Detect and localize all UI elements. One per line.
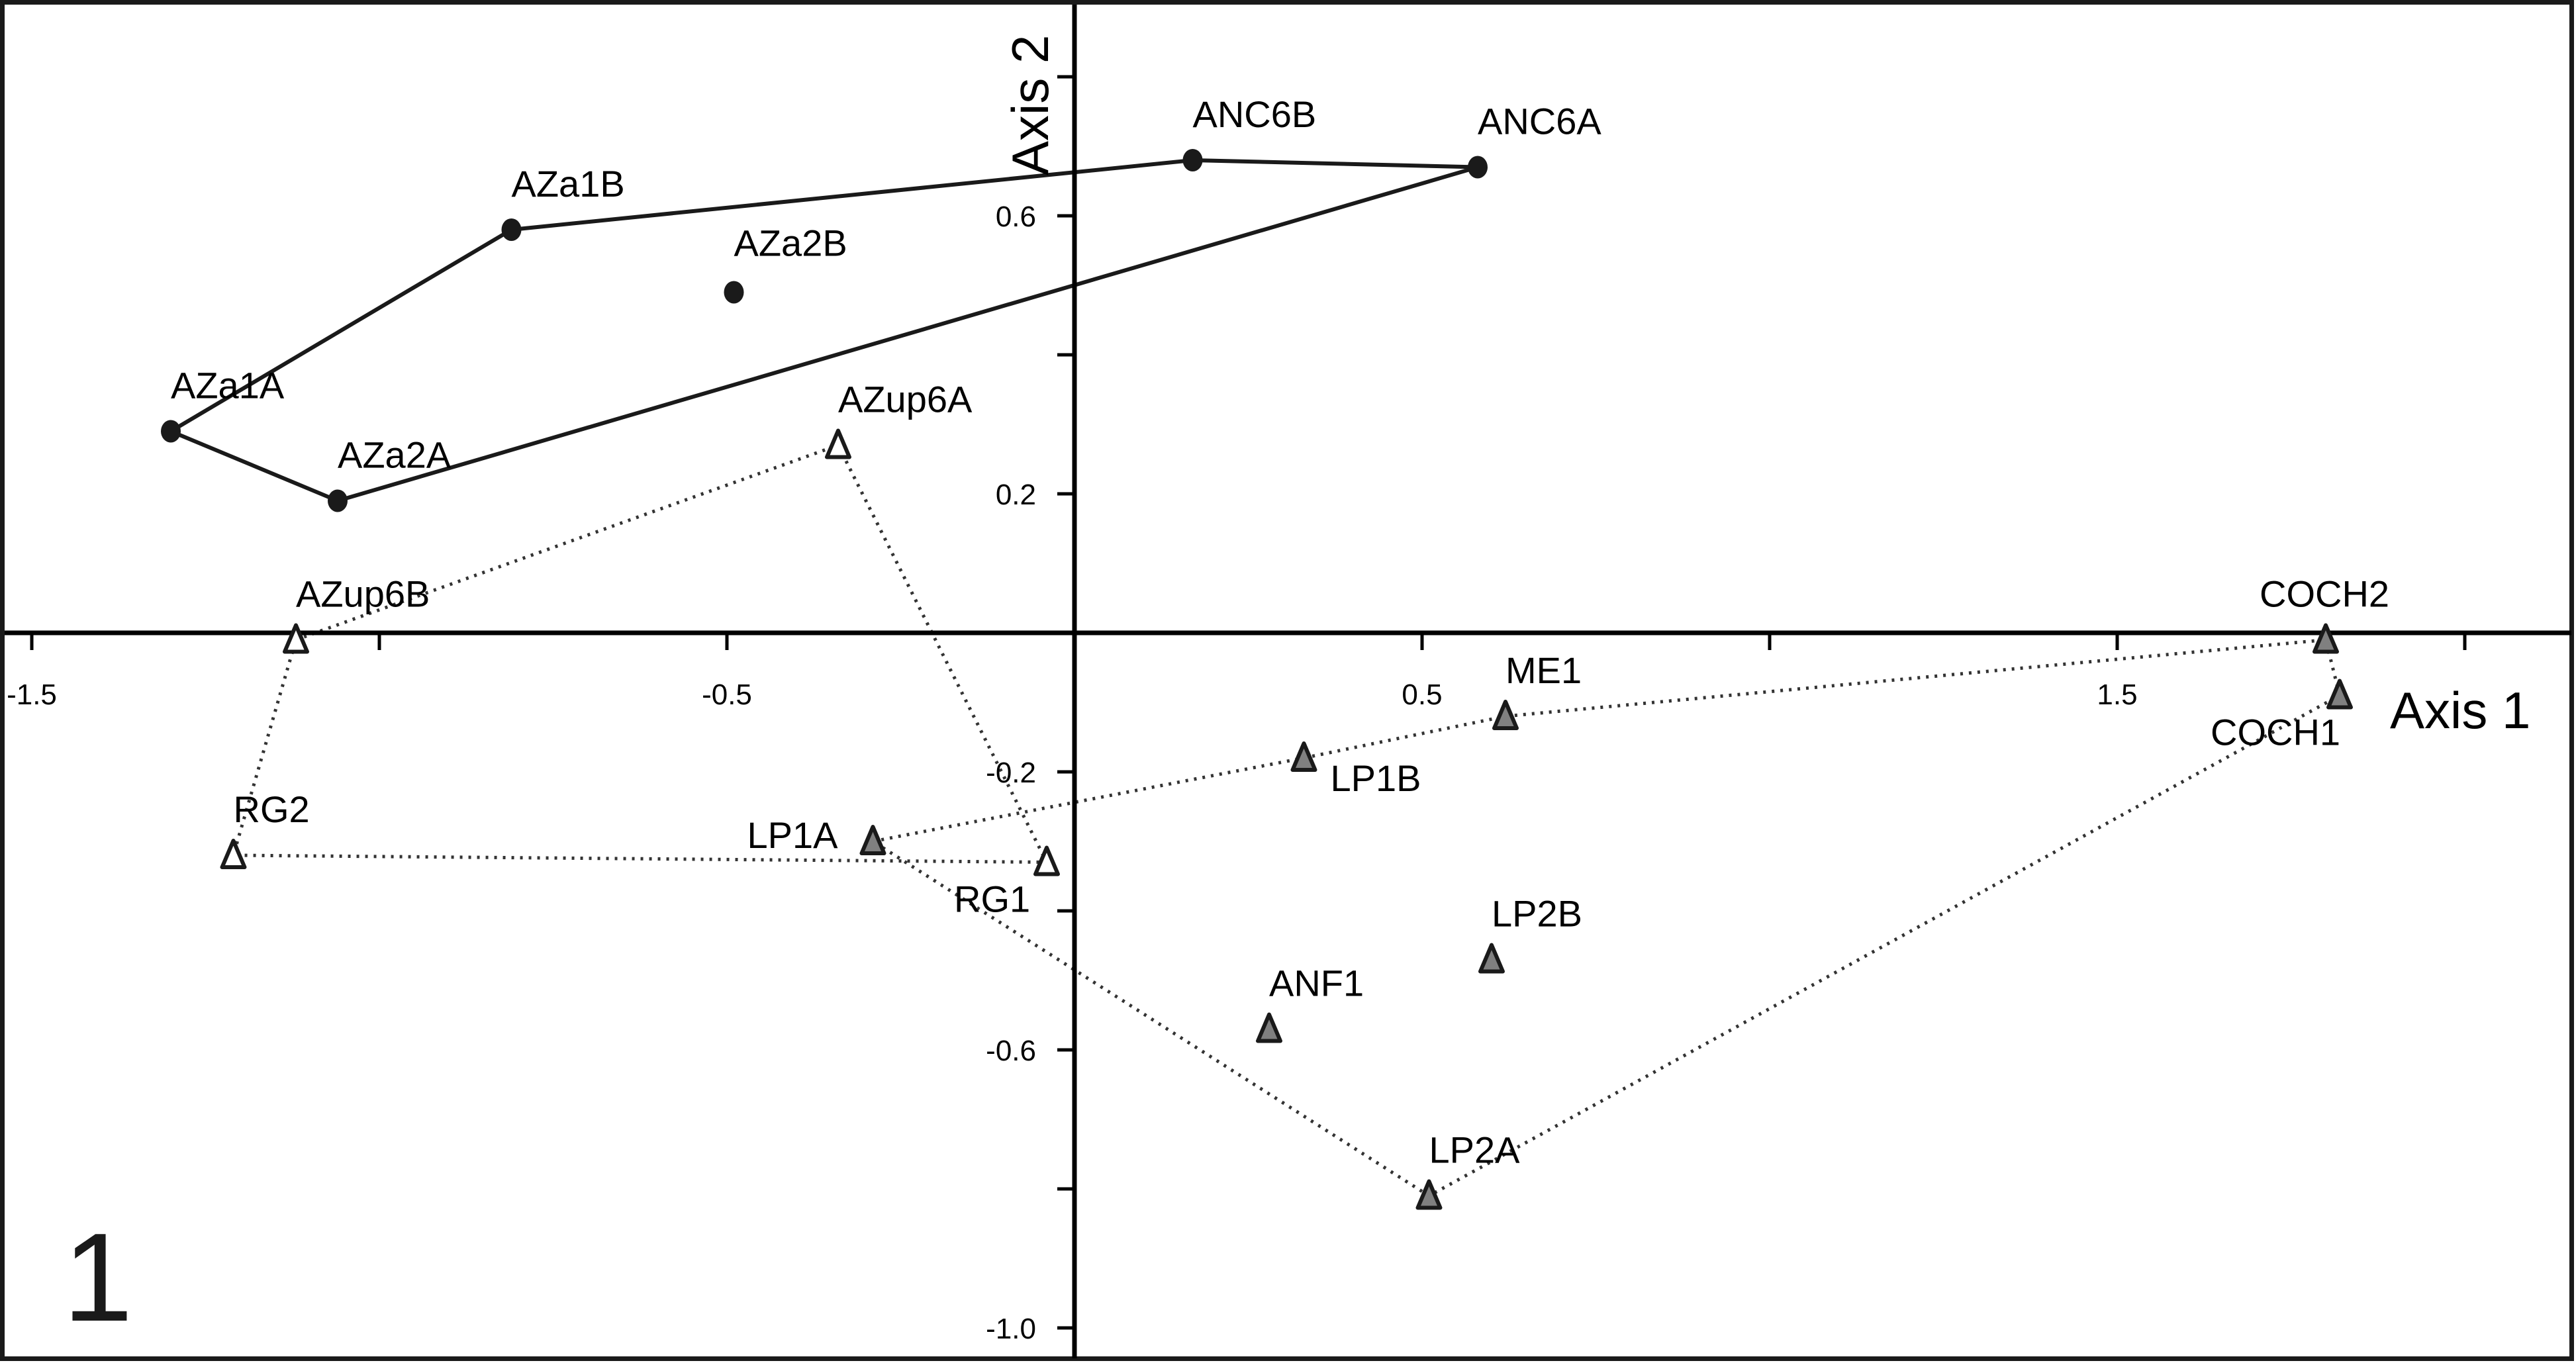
triangle-marker [859, 825, 886, 855]
circle-marker [328, 489, 348, 512]
panel-number: 1 [63, 1207, 133, 1348]
axes: -1.5 -0.5 0.5 1.5 0.6 0.2 -0.2 -0.6 -1.0 [5, 5, 2571, 1358]
point-label: LP1A [747, 814, 839, 856]
point-label: AZa2B [734, 222, 847, 264]
y-axis-ticks: 0.6 0.2 -0.2 -0.6 -1.0 [986, 75, 1074, 1345]
point-label: ME1 [1505, 649, 1582, 691]
x-axis-ticks: -1.5 -0.5 0.5 1.5 [7, 633, 2467, 711]
triangle-marker [2326, 679, 2353, 710]
triangle-marker [825, 428, 851, 459]
x-axis-title: Axis 1 [2390, 681, 2530, 739]
point-label: LP2A [1429, 1129, 1521, 1171]
data-markers [161, 149, 2353, 1210]
point-label: ANF1 [1269, 963, 1364, 1004]
point-label: LP1B [1331, 757, 1421, 799]
x-tick-label: 1.5 [2097, 679, 2137, 711]
circle-marker [1182, 149, 1203, 171]
circle-marker [724, 281, 744, 304]
triangle-marker [283, 623, 309, 654]
x-tick-label: -0.5 [702, 679, 752, 711]
y-tick-label: -0.6 [986, 1035, 1036, 1067]
triangle-marker [1290, 741, 1317, 772]
triangle-marker [1415, 1179, 1443, 1210]
triangle-marker [220, 839, 247, 869]
point-label: RG1 [954, 878, 1030, 920]
triangle-marker [1478, 943, 1505, 974]
point-label: ANC6A [1478, 101, 1601, 142]
triangle-marker [2313, 623, 2339, 654]
point-label: COCH2 [2260, 573, 2389, 615]
point-label: AZup6A [838, 379, 973, 420]
point-label: AZa1A [171, 365, 285, 406]
point-label: RG2 [234, 788, 310, 830]
circle-marker [161, 420, 181, 443]
point-label: LP2B [1492, 893, 1582, 935]
triangle-marker [1033, 845, 1060, 876]
group-filled-circles-hull [169, 158, 1480, 503]
x-tick-label: -1.5 [7, 679, 57, 711]
point-label: AZa2A [338, 434, 452, 476]
triangle-marker [1492, 700, 1519, 730]
triangle-marker [1256, 1012, 1282, 1043]
y-tick-label: -1.0 [986, 1313, 1036, 1345]
point-label: AZa1B [512, 163, 625, 205]
y-axis-title: Axis 2 [1001, 35, 1059, 175]
y-tick-label: 0.2 [996, 479, 1036, 511]
y-tick-label: 0.6 [996, 201, 1036, 233]
y-tick-label: -0.2 [986, 757, 1036, 789]
x-tick-label: 0.5 [1402, 679, 1442, 711]
circle-marker [1468, 156, 1488, 179]
circle-marker [501, 218, 522, 241]
point-labels: AZa1A AZa2A AZa1B AZa2B ANC6B ANC6A AZup6A AZup… [171, 93, 2389, 1171]
point-label: AZup6B [296, 573, 430, 615]
point-label: COCH1 [2211, 712, 2340, 753]
point-label: ANC6B [1193, 93, 1317, 135]
